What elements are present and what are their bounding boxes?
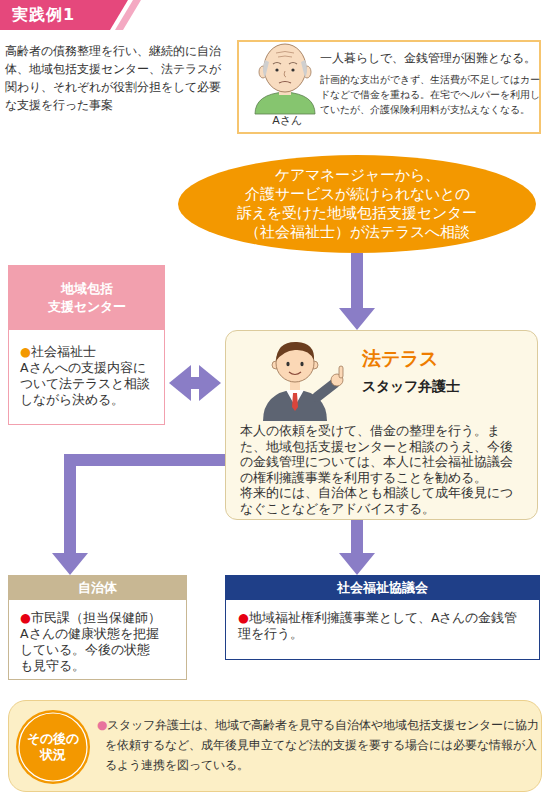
wrinkle: [276, 52, 294, 58]
lawyer-box: 法テラススタッフ弁護士本人の依頼を受けて、借金の整理を行う。また、地域包括支援セ…: [225, 330, 538, 520]
box-heading: スタッフ弁護士: [362, 377, 460, 395]
tab-shape: [0, 0, 128, 30]
mouth: [289, 372, 301, 375]
arrow-head: [339, 553, 375, 575]
request-ellipse: ケアマネージャーから、 介護サービスが続けられないとの 訴えを受けた地域包括支援…: [178, 155, 536, 253]
tab-stripe: [115, 0, 141, 30]
finger: [339, 366, 343, 378]
lawyer-illustration: [255, 333, 350, 421]
status-box: ●スタッフ弁護士は、地域で高齢者を見守る自治体や地域包括支援センターに協力を依頼…: [8, 700, 542, 792]
eye: [286, 362, 289, 366]
role-name: ●市民課（担当保健師）: [20, 610, 185, 626]
logo-text: 法テラス: [362, 346, 438, 370]
request-text: ケアマネージャーから、 介護サービスが続けられないとの 訴えを受けた地域包括支援…: [232, 166, 482, 242]
arrow-shaft: [190, 377, 200, 389]
circle-shape: [16, 710, 90, 784]
box-heading: 社会福祉協議会: [226, 576, 539, 600]
flow-arrow: [169, 365, 221, 401]
flow-arrow: [52, 460, 225, 575]
support-center-box: 地域包括 支援センター ●社会福祉士Aさんへの支援内容について法テラスと相談しなが…: [8, 265, 165, 425]
title-text: 実践例1: [12, 5, 75, 25]
intro-text: 高齢者の債務整理を行い、継続的に自治体、地域包括支援センター、法テラスが関わり、…: [5, 42, 223, 114]
arrow-head: [169, 365, 191, 401]
welfare-council-box: 社会福祉協議会 ●地域福祉権利擁護事業として、Aさんの金銭管理を行う。: [225, 575, 540, 660]
role-text: Aさんの健康状態を把握している。今後の状態も見守る。: [20, 626, 160, 674]
role-text: 本人の依頼を受けて、借金の整理を行う。また、地域包括支援センターと相談のうえ、今…: [240, 423, 523, 485]
flow-arrow: [339, 253, 375, 330]
status-circle: その後の 状況: [16, 710, 90, 784]
head: [264, 44, 306, 92]
eyebrow: [273, 63, 297, 65]
arrow-head: [339, 308, 375, 330]
box-heading: 自治体: [9, 576, 186, 600]
status-text: ●スタッフ弁護士は、地域で高齢者を見守る自治体や地域包括支援センターに協力を依頼…: [97, 715, 541, 775]
person-illustration: [245, 42, 325, 114]
role-text: ●地域福祉権利擁護事業として、Aさんの金銭管理を行う。: [238, 610, 523, 642]
role-text: Aさんへの支援内容について法テラスと相談しながら決める。: [20, 360, 152, 408]
arrow-shaft: [351, 253, 363, 309]
arrow-head: [199, 365, 221, 401]
person-name: Aさん: [255, 114, 319, 128]
circle-ring: [19, 713, 87, 781]
eye: [300, 362, 303, 366]
role-name: ●社会福祉士: [20, 344, 160, 360]
ellipse-shape: [178, 155, 536, 253]
arrow-shaft: [70, 460, 225, 554]
arrow-head: [52, 553, 88, 575]
eye: [291, 68, 294, 71]
mouth: [279, 82, 291, 84]
arrow-shaft: [351, 520, 363, 554]
person-detail: 計画的な支出ができず、生活費が不足してはカードなどで借金を重ねる。在宅でヘルパー…: [320, 72, 542, 117]
eye: [275, 68, 278, 71]
municipality-box: 自治体 ●市民課（担当保健師）Aさんの健康状態を把握している。今後の状態も見守る。: [8, 575, 187, 680]
role-text: 将来的には、自治体とも相談して成年後見につなぐことなどをアドバイスする。: [240, 485, 523, 516]
person-summary: 一人暮らしで、金銭管理が困難となる。: [320, 51, 540, 66]
nose: [284, 71, 286, 77]
flow-arrow: [339, 520, 375, 575]
status-heading: その後の 状況: [26, 731, 80, 763]
tie: [292, 393, 298, 411]
box-heading: 地域包括 支援センター: [9, 266, 164, 330]
